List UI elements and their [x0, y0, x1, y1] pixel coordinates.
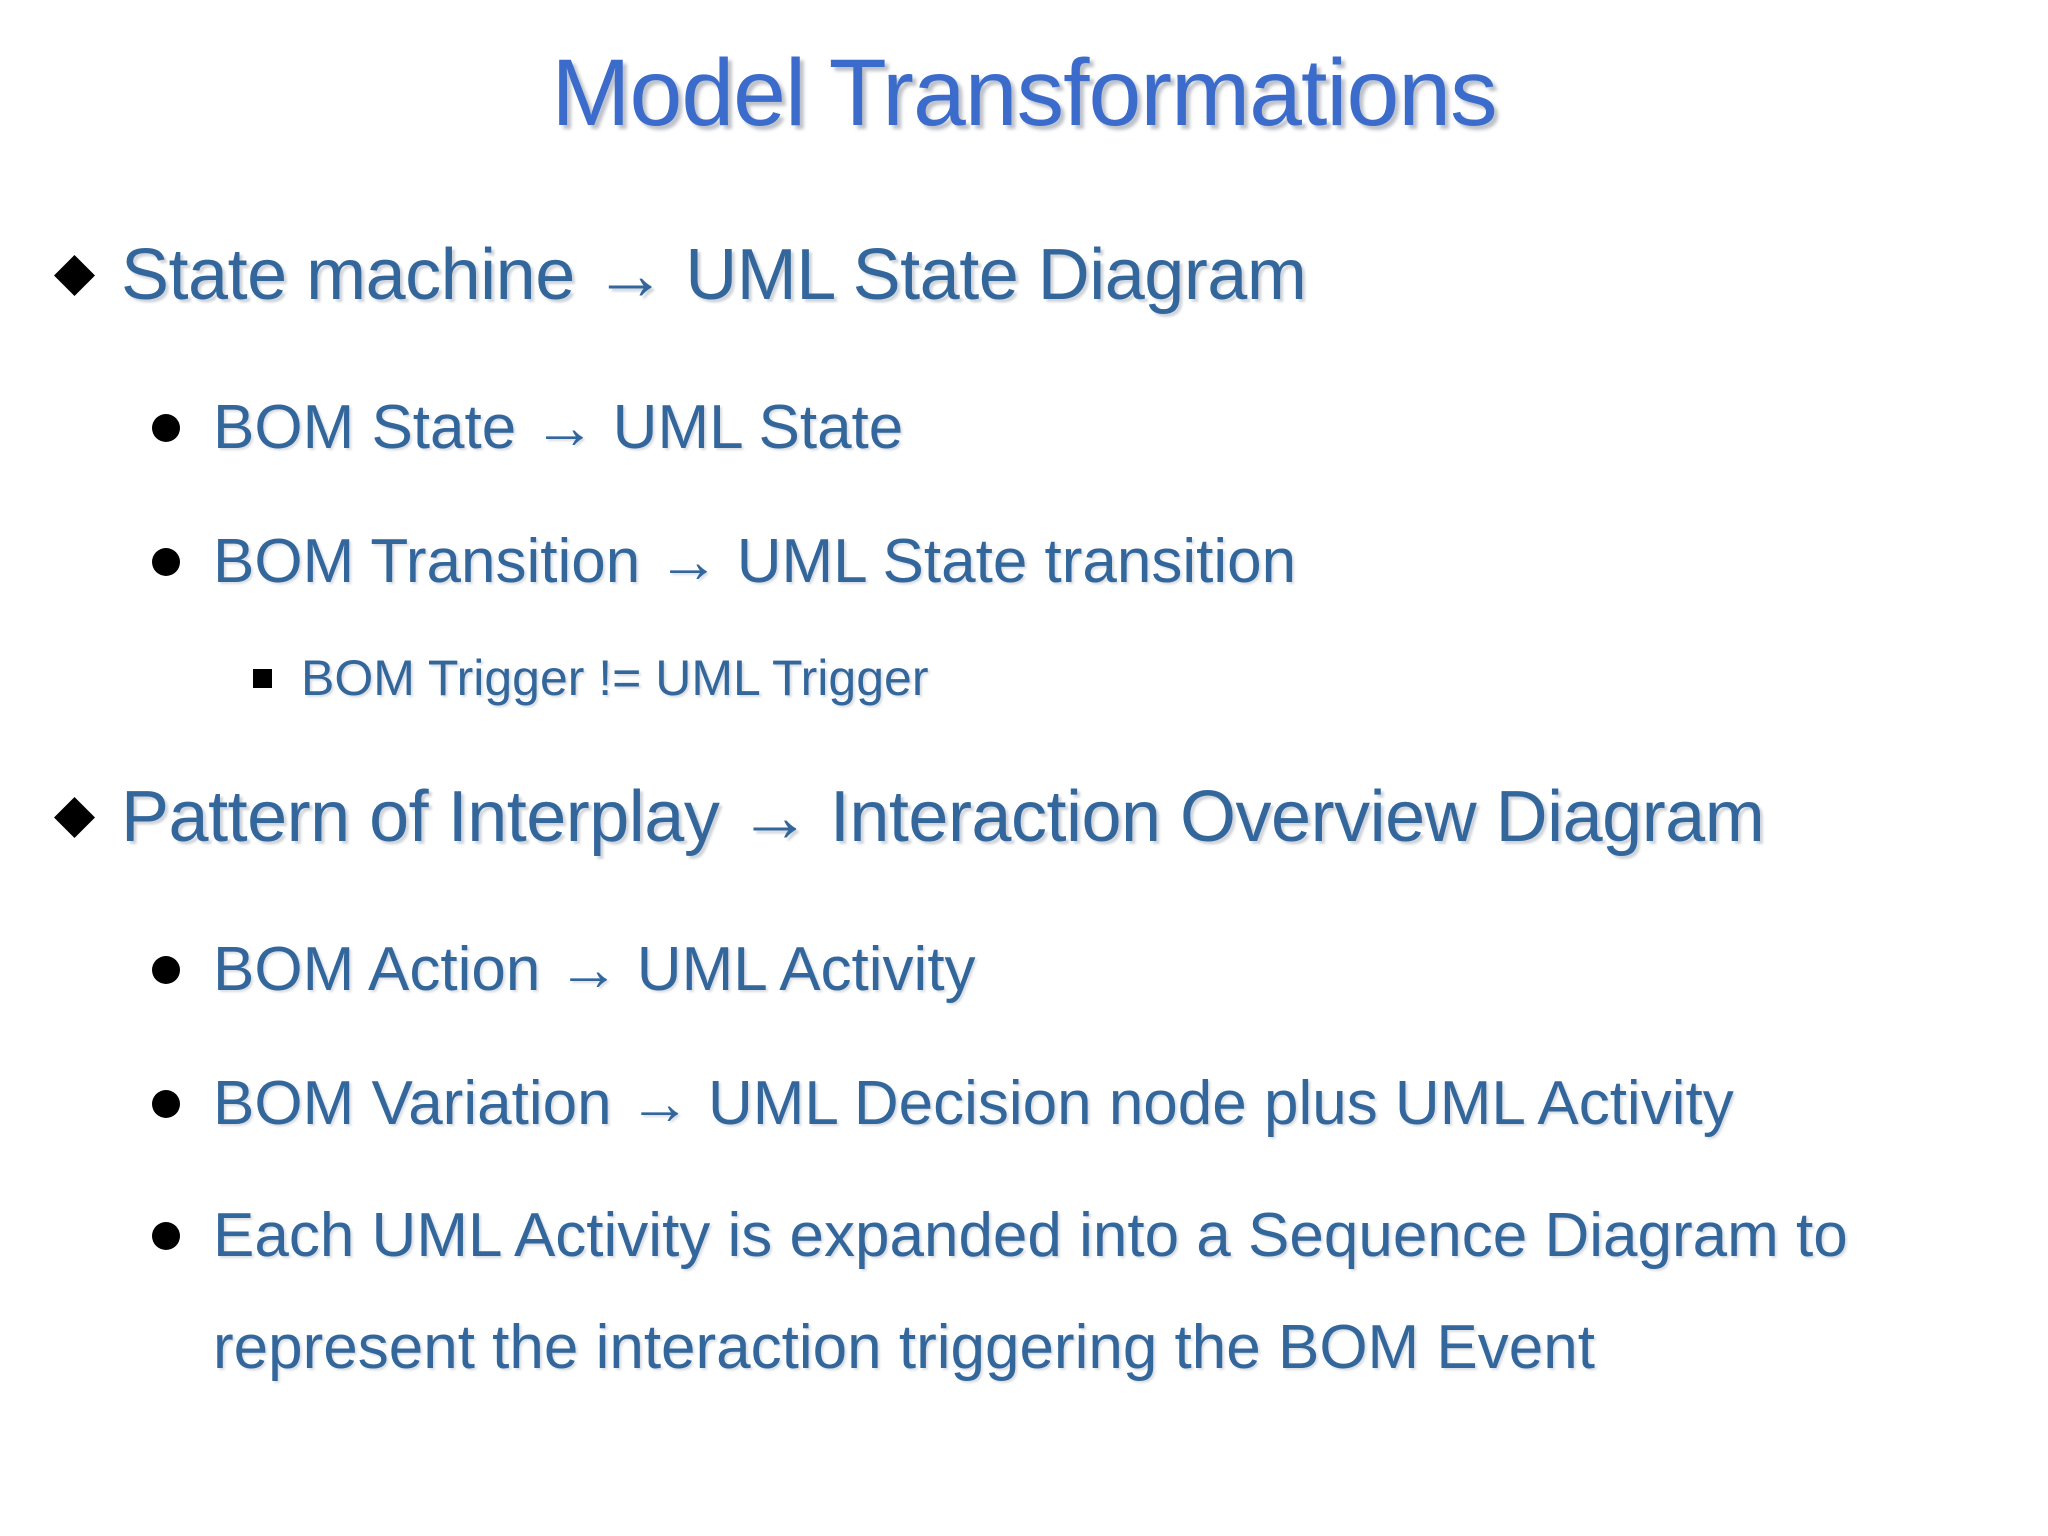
circle-bullet-icon	[152, 414, 180, 443]
diamond-bullet-icon	[53, 255, 96, 297]
diamond-bullet-icon	[53, 797, 96, 839]
bullet-item-bom-action: BOM Action → UML Activity	[0, 914, 2048, 1026]
bullet-text: BOM Transition → UML State transition	[213, 527, 1297, 597]
slide-title: Model Transformations	[551, 40, 1497, 146]
circle-bullet-icon	[152, 548, 180, 577]
bullet-list: State machine → UML State Diagram BOM St…	[0, 228, 2048, 1404]
bullet-text: BOM Variation → UML Decision node plus U…	[213, 1069, 1734, 1139]
bullet-item-bom-variation: BOM Variation → UML Decision node plus U…	[0, 1048, 2048, 1160]
bullet-text: Pattern of Interplay → Interaction Overv…	[121, 777, 1765, 858]
bullet-item-bom-transition: BOM Transition → UML State transition	[0, 506, 2048, 618]
bullet-text: BOM Action → UML Activity	[213, 935, 976, 1005]
circle-bullet-icon	[152, 1222, 180, 1251]
circle-bullet-icon	[152, 956, 180, 985]
bullet-text: State machine → UML State Diagram	[121, 235, 1307, 316]
circle-bullet-icon	[152, 1090, 180, 1119]
bullet-item-state-machine: State machine → UML State Diagram	[0, 228, 2048, 322]
bullet-item-pattern-of-interplay: Pattern of Interplay → Interaction Overv…	[0, 770, 2048, 864]
bullet-item-bom-state: BOM State → UML State	[0, 372, 2048, 484]
bullet-item-bom-trigger: BOM Trigger != UML Trigger	[0, 638, 2048, 718]
bullet-text: BOM State → UML State	[213, 393, 904, 463]
square-bullet-icon	[253, 669, 272, 689]
bullet-text: Each UML Activity is expanded into a Seq…	[213, 1201, 1848, 1383]
bullet-item-uml-activity-expansion: Each UML Activity is expanded into a Seq…	[0, 1180, 2048, 1404]
bullet-text: BOM Trigger != UML Trigger	[301, 650, 929, 707]
